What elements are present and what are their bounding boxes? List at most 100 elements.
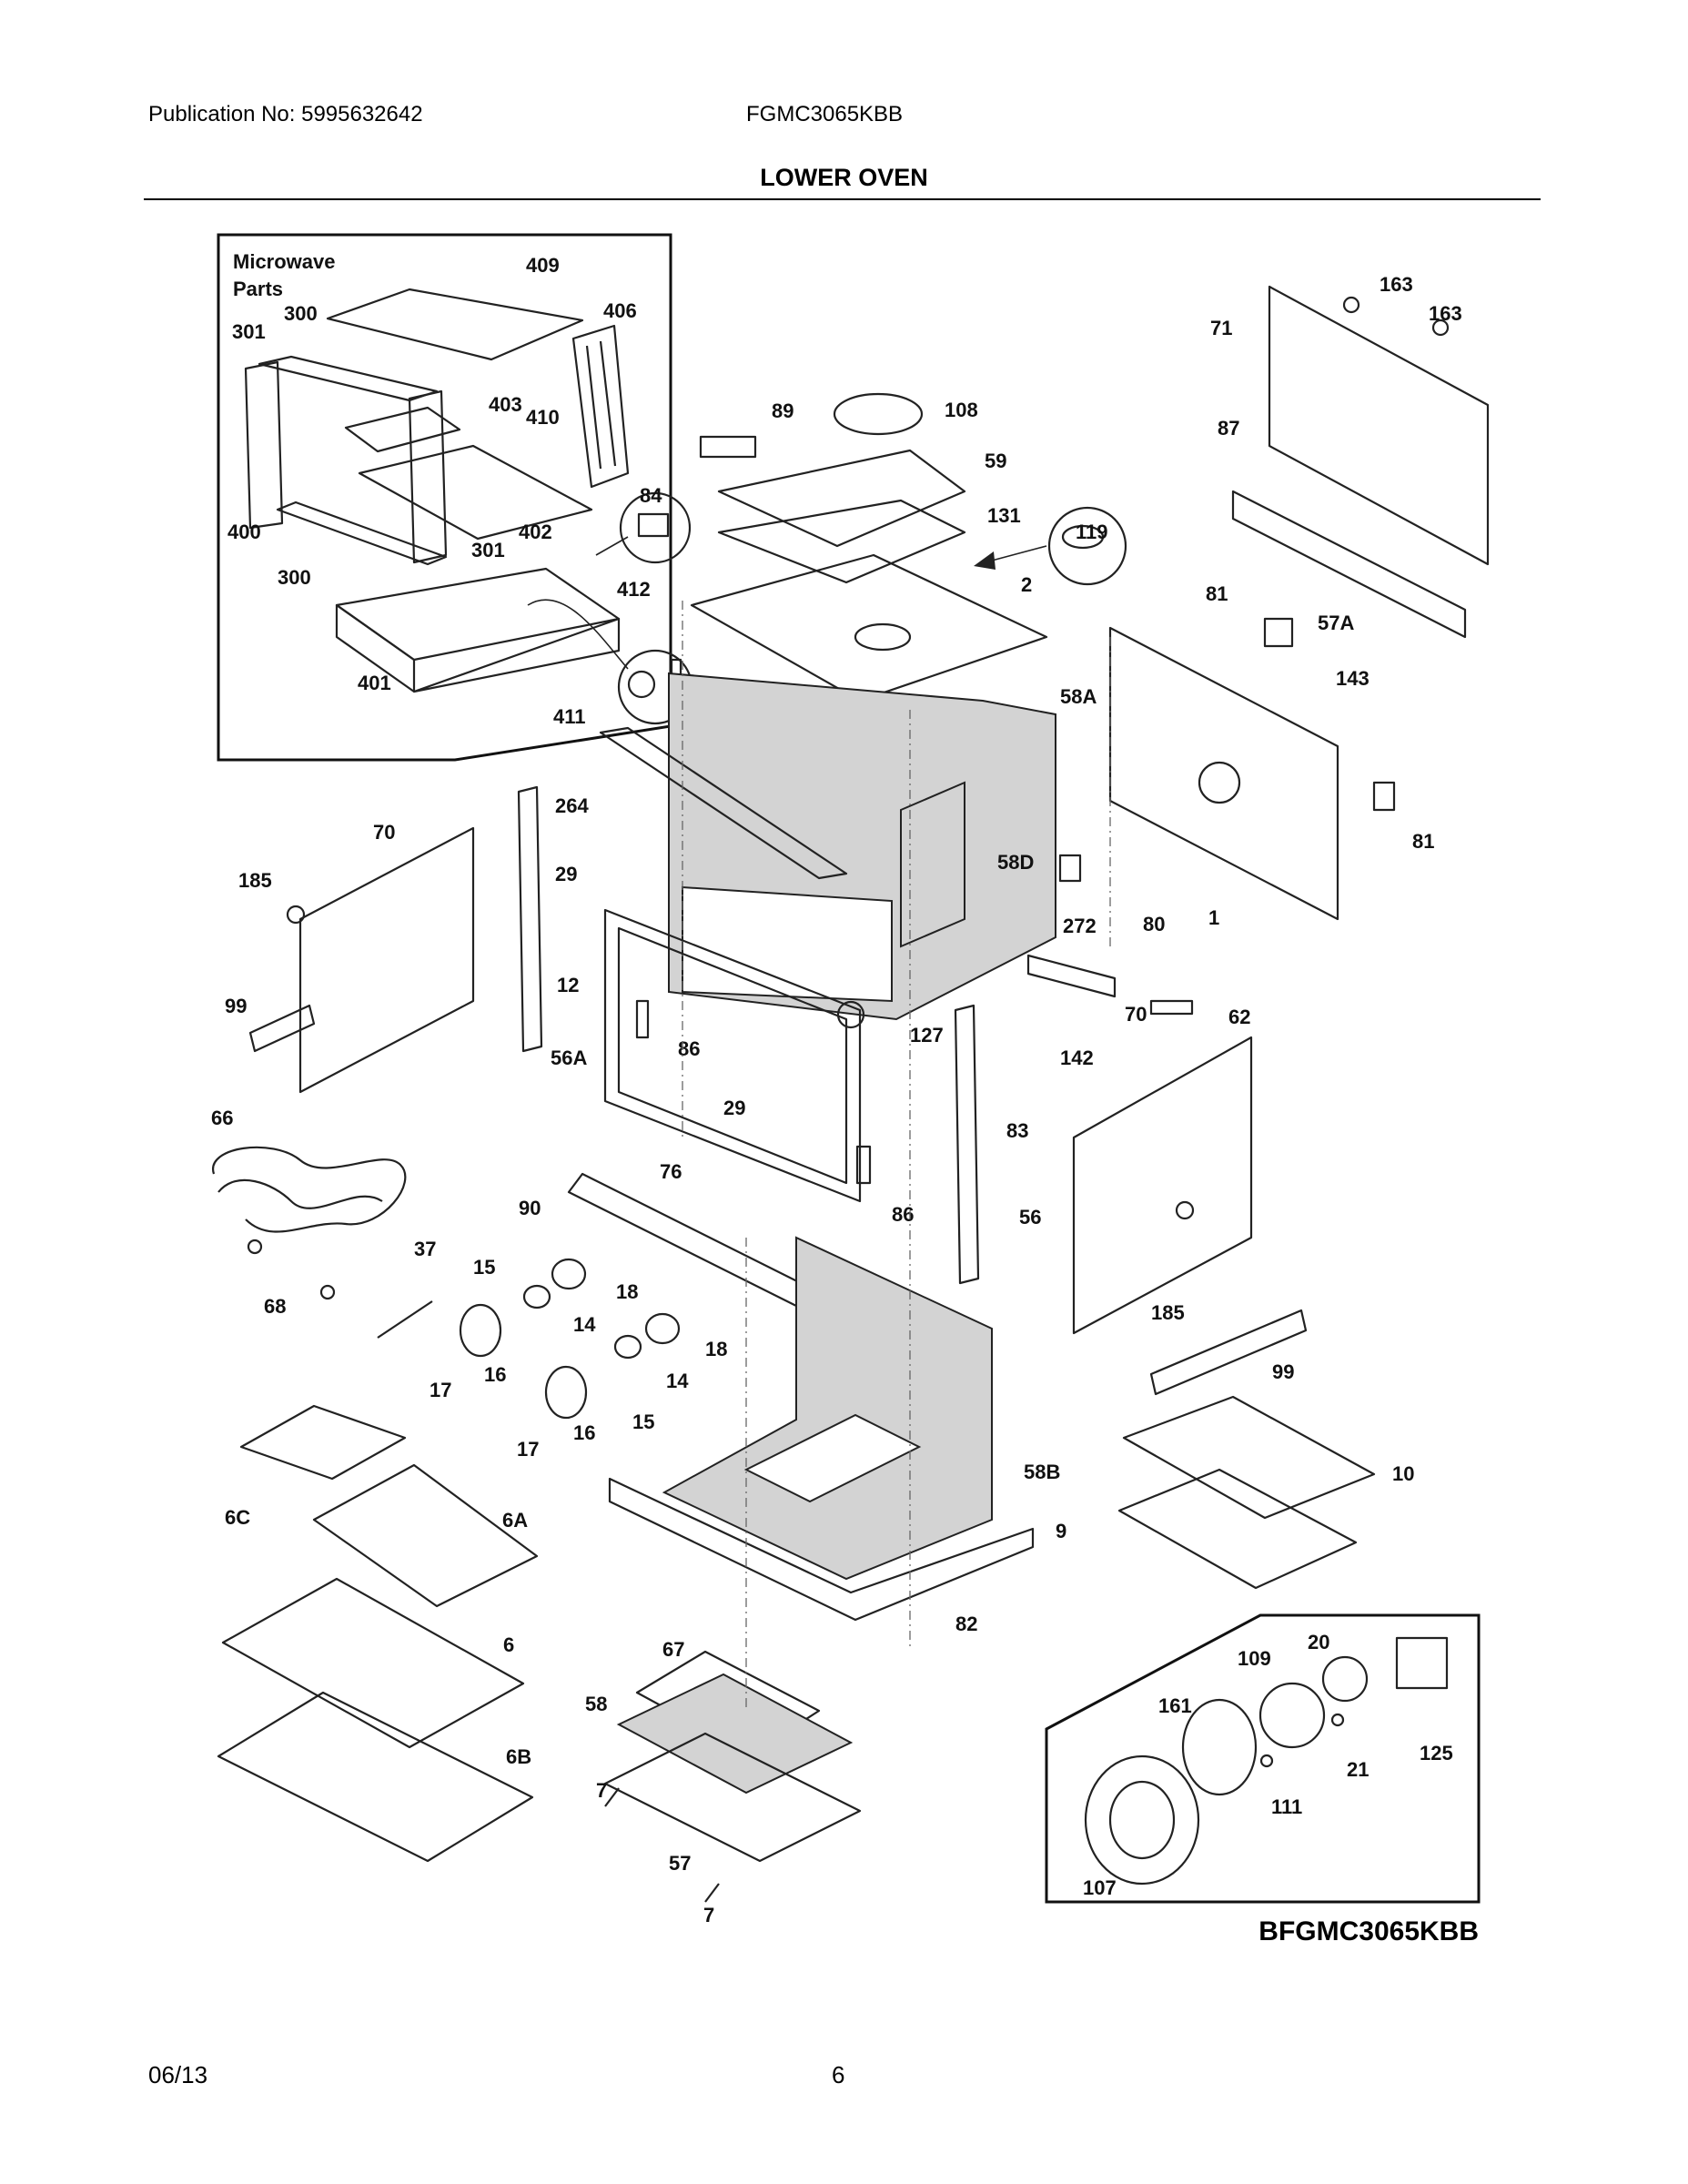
part-7-upper-shape <box>604 1787 620 1807</box>
callout-82: 82 <box>955 1613 977 1635</box>
callout-6A: 6A <box>502 1509 528 1532</box>
part-57A-shape <box>1263 617 1294 648</box>
part-59-shape <box>717 449 966 548</box>
callout-406: 406 <box>603 299 637 322</box>
callout-57: 57 <box>669 1852 691 1875</box>
callout-14-lower: 14 <box>666 1370 689 1392</box>
part-300-bottom-shape <box>276 500 448 566</box>
footer-date: 06/13 <box>148 2061 208 2088</box>
callout-86-left: 86 <box>678 1037 700 1060</box>
publication-number: Publication No: 5995632642 <box>148 102 423 126</box>
part-56A-shape <box>517 785 543 1053</box>
callout-15-lower: 15 <box>632 1410 654 1433</box>
part-6-shape <box>221 1577 525 1749</box>
part-272-shape <box>1058 854 1082 883</box>
part-58-shape <box>616 1673 854 1795</box>
callout-71: 71 <box>1210 317 1232 339</box>
callout-58D: 58D <box>997 851 1034 874</box>
part-70-left-shape <box>298 826 475 1094</box>
part-142-shape <box>1026 954 1117 998</box>
callout-410: 410 <box>526 406 560 429</box>
callout-119: 119 <box>1076 521 1108 543</box>
callout-62: 62 <box>1228 1006 1250 1028</box>
callout-66: 66 <box>211 1107 233 1129</box>
callout-86-right: 86 <box>892 1203 914 1226</box>
callout-300-top: 300 <box>284 302 318 325</box>
part-81-right-shape <box>1372 781 1396 812</box>
part-68-shape <box>247 1239 263 1255</box>
callout-29-bottom: 29 <box>723 1097 745 1119</box>
callout-87: 87 <box>1218 417 1239 440</box>
callout-111: 111 <box>1271 1795 1302 1818</box>
part-109-shape <box>1258 1682 1326 1749</box>
callout-409: 409 <box>526 254 560 277</box>
callout-99-right: 99 <box>1272 1360 1294 1383</box>
part-71-shape <box>1268 285 1490 566</box>
part-107-shape <box>1084 1754 1200 1886</box>
part-127-shape <box>836 1000 865 1029</box>
part-185-left-shape <box>286 905 306 925</box>
callout-142: 142 <box>1060 1046 1094 1069</box>
callout-301-top: 301 <box>232 320 266 343</box>
part-6C-shape <box>239 1404 407 1481</box>
callout-68: 68 <box>264 1295 286 1318</box>
part-6A-shape <box>312 1463 539 1608</box>
header-rule <box>144 198 1541 200</box>
callout-127: 127 <box>910 1024 944 1046</box>
callout-9: 9 <box>1056 1520 1066 1542</box>
part-2-shape <box>690 553 1048 703</box>
callout-15-upper: 15 <box>473 1256 495 1279</box>
callout-401: 401 <box>358 672 391 694</box>
fan-inset-frame <box>1045 1613 1481 1904</box>
callout-7-upper: 7 <box>596 1779 607 1802</box>
callout-6: 6 <box>503 1633 514 1656</box>
part-1-panel-shape <box>1108 626 1339 921</box>
part-185-right-shape <box>1175 1200 1195 1220</box>
lower-cavity: 58B 82 <box>608 1236 1060 1635</box>
part-86-left-shape <box>635 999 650 1039</box>
part-111-shape <box>1259 1754 1274 1768</box>
callout-81-right: 81 <box>1412 830 1434 853</box>
callout-58B: 58B <box>1024 1461 1060 1483</box>
footer-page-number: 6 <box>832 2061 845 2088</box>
callout-10: 10 <box>1392 1462 1414 1485</box>
part-400-shape <box>244 360 284 530</box>
callout-90: 90 <box>519 1197 541 1219</box>
oven-racks: 6C 6A 6 6B <box>217 1404 539 1863</box>
callout-29-top: 29 <box>555 863 577 885</box>
callout-56A: 56A <box>551 1046 587 1069</box>
callout-411: 411 <box>553 705 586 728</box>
part-16-lower-shape <box>544 1365 588 1420</box>
top-assembly: 89 108 59 131 119 2 <box>690 392 1127 703</box>
broil-pan: 10 9 <box>1056 1395 1414 1590</box>
inset-title-line1: Microwave <box>233 250 336 273</box>
callout-70-left: 70 <box>373 821 395 844</box>
part-402-shape <box>358 444 593 541</box>
callout-57A: 57A <box>1318 612 1354 634</box>
part-58D-shape <box>900 781 965 948</box>
callout-2: 2 <box>1021 573 1032 596</box>
callout-400: 400 <box>227 521 261 543</box>
callout-58: 58 <box>585 1693 607 1715</box>
microwave-parts-inset: Microwave Parts 409 300 301 406 403 410 <box>217 233 693 762</box>
callout-12: 12 <box>557 974 579 996</box>
part-99-right-shape <box>1149 1309 1308 1396</box>
convection-fan-inset: 109 20 161 125 21 111 107 <box>1045 1613 1481 1904</box>
part-86-right-shape <box>855 1145 872 1185</box>
callout-412: 412 <box>617 578 651 601</box>
callout-264: 264 <box>555 794 589 817</box>
callout-18-lower: 18 <box>705 1338 727 1360</box>
callout-1: 1 <box>1208 906 1219 929</box>
part-406-shape <box>571 324 630 489</box>
part-403-shape <box>344 406 461 453</box>
part-108-shape <box>833 392 924 436</box>
part-264-shape <box>599 726 848 880</box>
callout-81-top: 81 <box>1206 582 1228 605</box>
callout-185-left: 185 <box>238 869 272 892</box>
section-title: LOWER OVEN <box>760 164 928 191</box>
part-66-shape <box>212 1146 407 1233</box>
callout-7-lower: 7 <box>703 1904 714 1926</box>
part-76-shape <box>603 908 862 1203</box>
callout-16-upper: 16 <box>484 1363 506 1386</box>
part-409-shape <box>326 288 584 361</box>
